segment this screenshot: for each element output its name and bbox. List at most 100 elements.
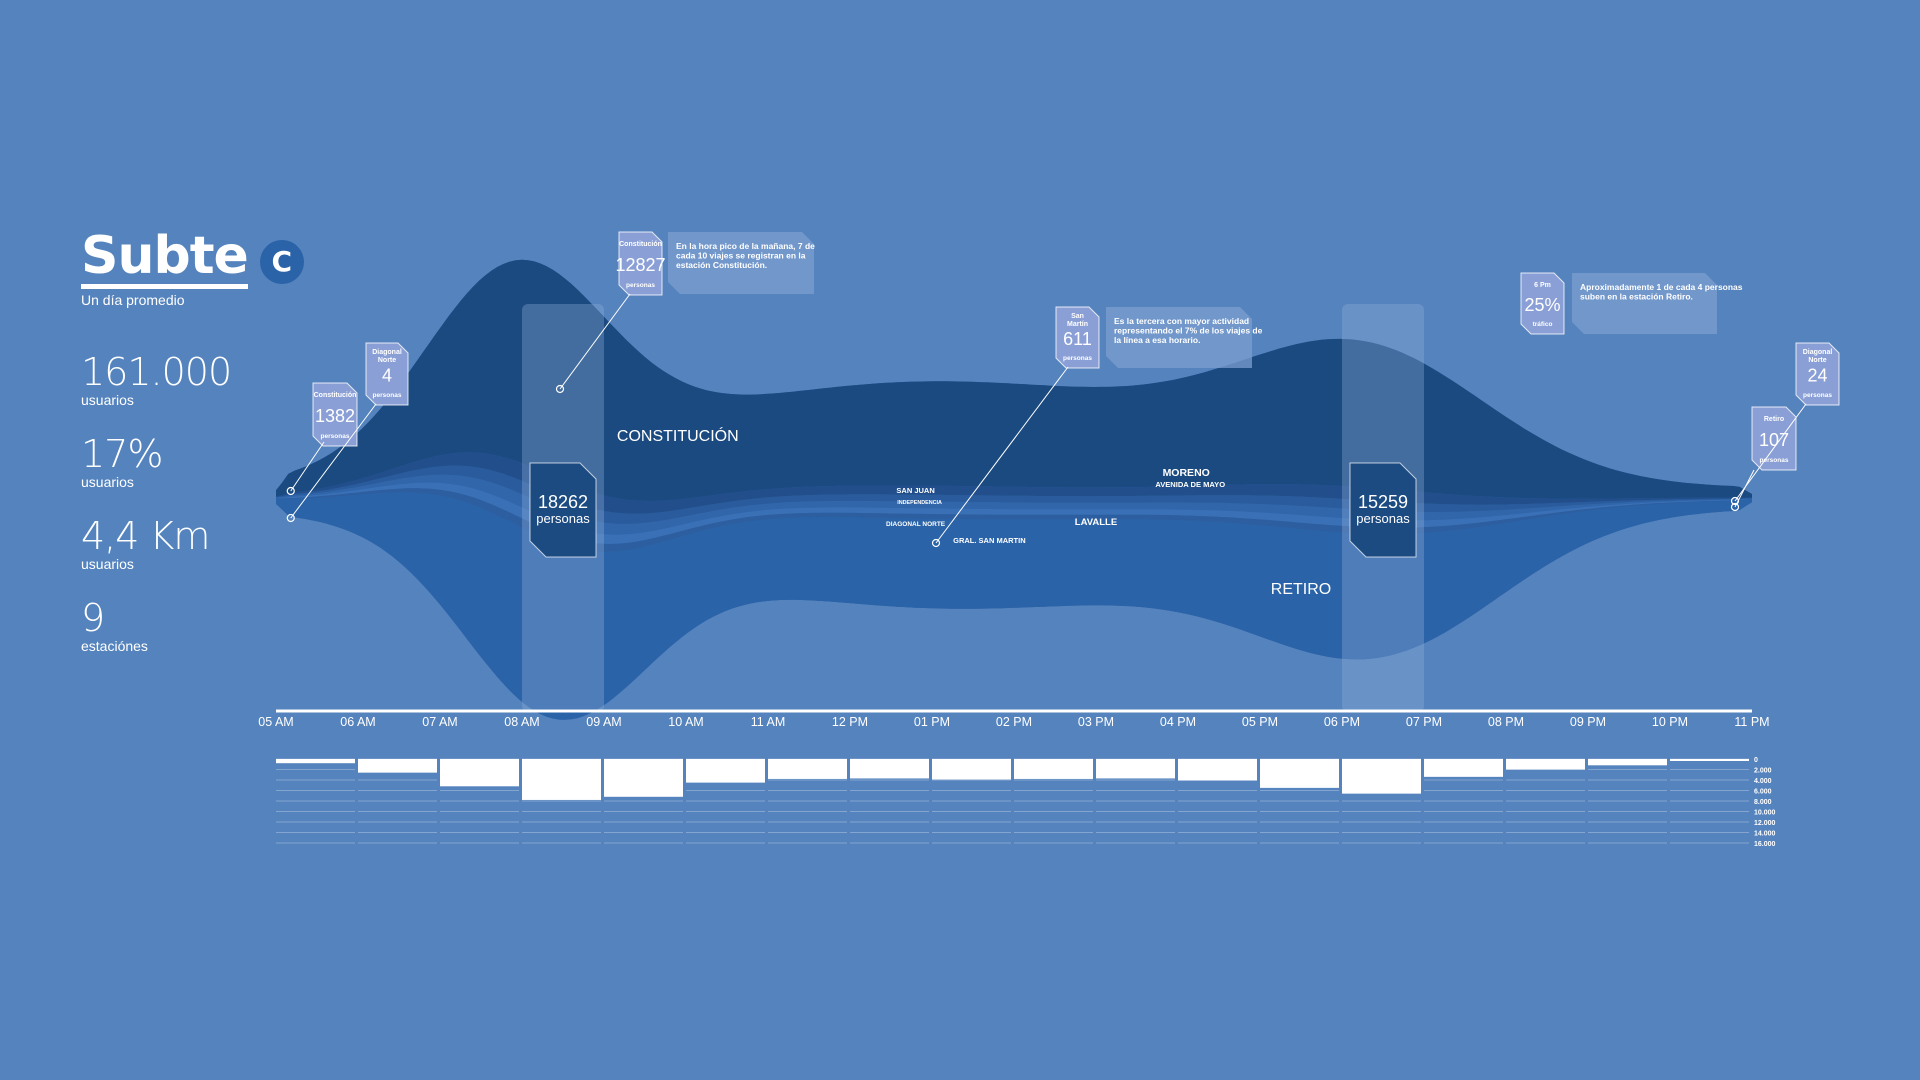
bar-y-tick: 16.000	[1754, 841, 1776, 848]
axis-tick-label: 05 AM	[258, 715, 293, 729]
peak-unit: personas	[536, 511, 590, 526]
callout-value: 1382	[315, 406, 355, 426]
bar	[1096, 759, 1175, 779]
callout-station: 6 Pm	[1534, 282, 1551, 289]
stream-layer-6	[276, 492, 1752, 720]
callout-point	[555, 384, 565, 394]
bar	[850, 759, 929, 779]
callout-unit: personas	[1063, 355, 1092, 362]
callout-value: 4	[382, 365, 392, 385]
stream-layer-0	[276, 259, 1752, 501]
station-sublabel: INDEPENDENCIA	[897, 500, 942, 506]
axis-tick-label: 05 PM	[1242, 715, 1278, 729]
callout-unit: tráfico	[1533, 321, 1553, 328]
bar	[1342, 759, 1421, 794]
callout-point	[931, 538, 941, 548]
callout-badge	[312, 382, 358, 447]
callout-note-line: cada 10 viajes se registran en la	[676, 251, 806, 261]
station-labels: CONSTITUCIÓN SAN JUAN INDEPENDENCIA DIAGONA…	[617, 426, 1331, 598]
axis-tick-label: 09 PM	[1570, 715, 1606, 729]
callout-unit: personas	[321, 433, 350, 440]
callout-badge	[1520, 272, 1565, 335]
callout-value: 24	[1807, 365, 1827, 385]
stat-label: usuarios	[81, 474, 134, 490]
stream-layer-4	[276, 482, 1752, 544]
callout-leader	[1734, 403, 1807, 502]
callout-point	[286, 486, 295, 496]
stat-label: usuarios	[81, 556, 134, 572]
callout-badge	[618, 231, 663, 296]
callout-note-line: En la hora pico de la mañana, 7 de	[676, 241, 815, 251]
callout-station: Retiro	[1764, 416, 1784, 423]
callout-note-box	[1572, 273, 1717, 334]
callout-station: Constitución	[314, 392, 357, 399]
bar-y-tick: 14.000	[1754, 831, 1776, 838]
bar	[1014, 759, 1093, 779]
stat-label: usuarios	[81, 392, 134, 408]
bar-y-tick: 0	[1754, 757, 1758, 764]
callout-station: San	[1071, 313, 1084, 320]
bar	[1588, 759, 1667, 766]
station-label: LAVALLE	[1075, 517, 1117, 528]
axis-tick-label: 09 AM	[586, 715, 621, 729]
station-label: GRAL. SAN MARTIN	[953, 536, 1026, 545]
bar	[932, 759, 1011, 780]
callout-station: Norte	[378, 357, 396, 364]
callout-note-box	[668, 232, 814, 294]
bar-y-tick: 6.000	[1754, 789, 1772, 796]
axis-tick-label: 04 PM	[1160, 715, 1196, 729]
callout-note-line: representando el 7% de los viajes de	[1114, 326, 1263, 336]
callout-value: 12827	[615, 255, 665, 275]
stat-distancia: 4,4 Km usuarios	[81, 516, 210, 572]
stat-label: estaciónes	[81, 638, 148, 654]
bar	[1178, 759, 1257, 781]
station-label: CONSTITUCIÓN	[617, 426, 739, 445]
bar-y-tick: 2.000	[1754, 768, 1772, 775]
axis-tick-label: 07 PM	[1406, 715, 1442, 729]
callout-station: Diagonal	[1803, 349, 1833, 356]
title-block: Subte C Un día promedio	[81, 228, 304, 308]
axis-tick-label: 10 AM	[668, 715, 703, 729]
stat-porcentaje: 17% usuarios	[81, 434, 163, 490]
callout-station: Norte	[1808, 357, 1826, 364]
bar	[1260, 759, 1339, 788]
callout-station: Constitución	[619, 241, 662, 248]
callout-note-line: Aproximadamente 1 de cada 4 personas	[1580, 282, 1743, 292]
peak-box	[1349, 462, 1417, 558]
callout-leader	[935, 366, 1069, 544]
callout-station: Martín	[1067, 321, 1088, 328]
callout-value: 25%	[1524, 295, 1560, 315]
peak-unit: personas	[1356, 511, 1410, 526]
station-label: DIAGONAL NORTE	[886, 521, 946, 528]
axis-tick-label: 08 AM	[504, 715, 539, 729]
axis-tick-label: 07 AM	[422, 715, 457, 729]
page-title: Subte	[81, 228, 249, 289]
bar	[276, 759, 355, 764]
axis-tick-label: 10 PM	[1652, 715, 1688, 729]
hourly-bar-chart: 02.0004.0006.0008.00010.00012.00014.0001…	[276, 757, 1776, 848]
axis-tick-label: 02 PM	[996, 715, 1032, 729]
bar	[686, 759, 765, 783]
bar	[768, 759, 847, 779]
callout-point	[286, 513, 295, 523]
bar-y-tick: 10.000	[1754, 810, 1776, 817]
bar	[358, 759, 437, 773]
station-label: RETIRO	[1271, 581, 1331, 598]
callout-badge	[1795, 342, 1840, 406]
callout-note-line: Es la tercera con mayor actividad	[1114, 316, 1249, 326]
peak-value: 18262	[538, 492, 588, 512]
bar-y-tick: 8.000	[1754, 799, 1772, 806]
callout-badge	[1751, 406, 1797, 471]
callout-leader	[290, 441, 325, 492]
axis-tick-label: 03 PM	[1078, 715, 1114, 729]
bar	[1506, 759, 1585, 770]
bar-y-tick: 4.000	[1754, 778, 1772, 785]
axis-tick-label: 01 PM	[914, 715, 950, 729]
stream-layers	[276, 259, 1752, 720]
callout-unit: personas	[1803, 392, 1832, 399]
station-label: SAN JUAN	[896, 486, 934, 495]
callouts: Constitución1382personasDiagonalNorte4pe…	[286, 231, 1840, 548]
callout-leader	[559, 293, 631, 390]
